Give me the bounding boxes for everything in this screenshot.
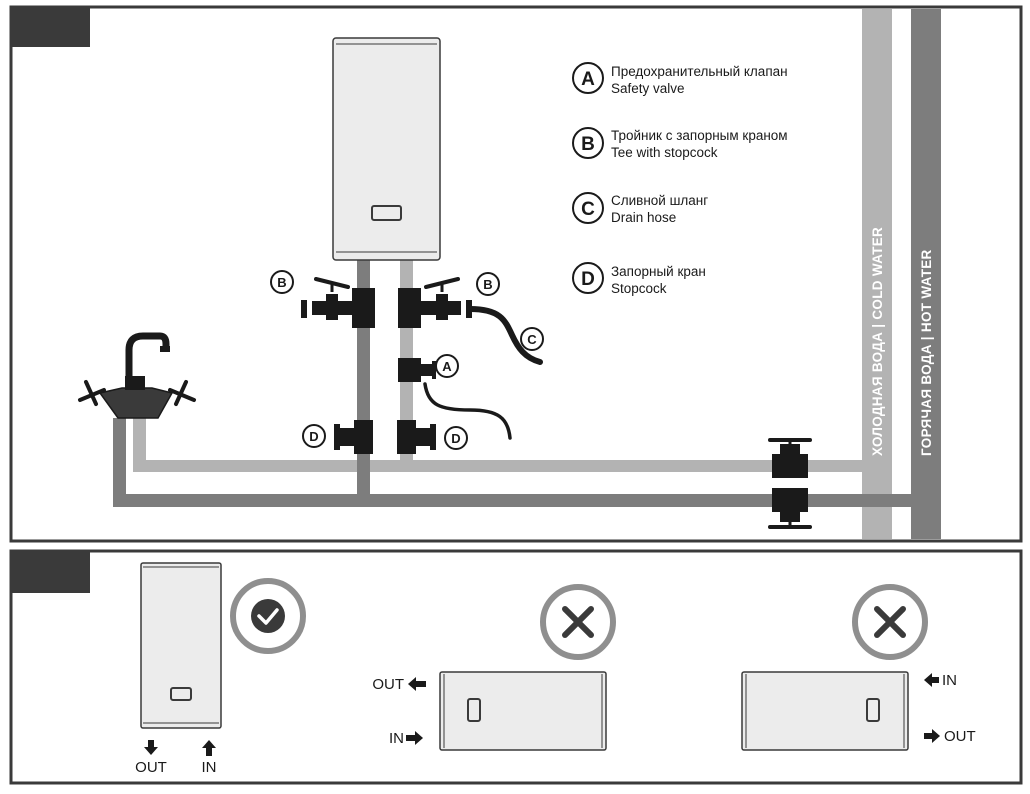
- svg-text:B: B: [483, 277, 492, 292]
- svg-text:C: C: [527, 332, 537, 347]
- tee-stopcock-left: [301, 277, 375, 328]
- horizontal-heater-pipes-left: OUT IN: [372, 671, 607, 751]
- svg-text:B: B: [277, 275, 286, 290]
- cross-icon: [540, 584, 616, 660]
- hot-line-to-faucet: [113, 418, 126, 507]
- svg-text:D: D: [581, 269, 595, 290]
- safety-valve: [398, 358, 436, 382]
- legend-item-b: B Тройник с запорным краном Tee with sto…: [572, 127, 788, 160]
- heater-display: [371, 205, 402, 221]
- marker-d-right: D: [444, 426, 468, 450]
- orientation-panel: [9, 549, 1023, 785]
- legend-item-d: D Запорный кран Stopcock: [572, 262, 706, 296]
- cold-line-horizontal: [133, 460, 863, 472]
- check-icon: [230, 578, 306, 654]
- in-label: IN: [202, 759, 217, 776]
- vertical-heater-correct: OUT IN: [135, 562, 222, 776]
- arrow-down-icon: [144, 740, 158, 755]
- svg-text:C: C: [581, 199, 595, 220]
- arrow-left-icon: [408, 677, 426, 691]
- stopcock-left: [334, 420, 373, 454]
- supply-pipes: ХОЛОДНАЯ ВОДА | COLD WATER ГОРЯЧАЯ ВОДА …: [862, 9, 941, 539]
- svg-text:Сливной шланг: Сливной шланг: [611, 193, 708, 208]
- in-label: IN: [942, 672, 957, 689]
- panel-frame: [9, 549, 1023, 785]
- out-label: OUT: [944, 728, 976, 745]
- legend-item-c: C Сливной шланг Drain hose: [572, 192, 708, 225]
- cold-water-pipe: [862, 9, 892, 539]
- in-label: IN: [389, 730, 404, 747]
- drain-hose: [467, 306, 543, 365]
- hot-water-label: ГОРЯЧАЯ ВОДА | HOT WATER: [919, 249, 934, 456]
- svg-text:D: D: [451, 431, 460, 446]
- marker-b-left: B: [270, 270, 294, 294]
- svg-text:Safety valve: Safety valve: [611, 81, 685, 96]
- svg-text:Запорный кран: Запорный кран: [611, 264, 706, 279]
- legend: A Предохранительный клапан Safety valve …: [572, 62, 788, 296]
- panel-tab: [11, 7, 90, 47]
- marker-a: A: [435, 354, 459, 378]
- arrow-left-icon: [924, 673, 939, 687]
- hot-line-horizontal: [113, 494, 913, 507]
- out-label: OUT: [135, 759, 167, 776]
- legend-item-a: A Предохранительный клапан Safety valve: [572, 62, 788, 96]
- svg-text:A: A: [442, 359, 452, 374]
- svg-text:Stopcock: Stopcock: [611, 281, 667, 296]
- panel-tab: [11, 551, 90, 593]
- cross-icon: [852, 584, 928, 660]
- arrow-right-icon: [406, 731, 423, 745]
- heater-body: [332, 37, 441, 261]
- svg-text:Tee with stopcock: Tee with stopcock: [611, 145, 718, 160]
- water-heater: [332, 37, 441, 261]
- out-label: OUT: [372, 676, 404, 693]
- arrow-right-icon: [924, 729, 940, 743]
- marker-d-left: D: [302, 424, 326, 448]
- cold-water-label: ХОЛОДНАЯ ВОДА | COLD WATER: [870, 227, 885, 456]
- marker-b-right: B: [476, 272, 500, 296]
- svg-text:Drain hose: Drain hose: [611, 210, 676, 225]
- safety-valve-hose: [423, 382, 512, 440]
- cold-line-to-faucet: [133, 418, 146, 472]
- tee-stopcock-right: [398, 277, 472, 328]
- hot-water-pipe: [911, 9, 941, 539]
- main-stopcock-hot: [768, 488, 812, 529]
- main-stopcock-cold: [768, 438, 812, 478]
- panel-frame: [9, 5, 1023, 543]
- horizontal-heater-pipes-right: IN OUT: [741, 671, 976, 751]
- svg-text:B: B: [581, 134, 595, 155]
- svg-text:D: D: [309, 429, 318, 444]
- marker-c: C: [520, 327, 544, 351]
- mixer-faucet: [78, 332, 196, 419]
- connection-panel: [9, 5, 1023, 543]
- stopcock-right: [397, 420, 436, 454]
- svg-text:A: A: [581, 69, 595, 90]
- arrow-up-icon: [202, 740, 216, 756]
- svg-text:Тройник с запорным краном: Тройник с запорным краном: [611, 128, 788, 143]
- svg-text:Предохранительный клапан: Предохранительный клапан: [611, 64, 788, 79]
